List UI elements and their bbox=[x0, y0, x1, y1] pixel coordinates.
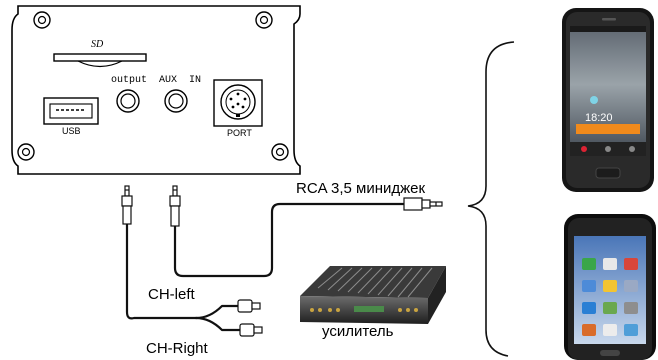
rca-plug-left bbox=[237, 299, 261, 313]
phone-clock: 18:20 bbox=[585, 112, 613, 124]
ch-right-label: CH-Right bbox=[146, 340, 208, 357]
screw-bottom-left bbox=[17, 143, 35, 161]
rca-plug-right bbox=[239, 323, 263, 337]
device-panel bbox=[11, 5, 301, 175]
usb-port bbox=[43, 97, 99, 125]
din-port bbox=[213, 79, 263, 127]
jack-plug-output bbox=[121, 185, 133, 225]
jack-plug-aux bbox=[169, 185, 181, 227]
screw-bottom-right bbox=[271, 143, 289, 161]
rca-minijack-label: RCA 3,5 миниджек bbox=[296, 180, 426, 197]
usb-label: USB bbox=[62, 126, 81, 136]
screw-top-right bbox=[255, 11, 273, 29]
aux-in-label: AUX IN bbox=[159, 75, 202, 86]
ch-left-label: CH-left bbox=[148, 286, 195, 303]
amplifier-image bbox=[300, 266, 446, 324]
sd-card-slot bbox=[53, 53, 147, 68]
cable-ch-pair bbox=[125, 222, 198, 320]
screw-top-left bbox=[33, 11, 51, 29]
minijack-plug bbox=[403, 197, 443, 211]
output-jack bbox=[116, 89, 140, 113]
cable-aux-minijack bbox=[173, 202, 406, 278]
device-brace bbox=[467, 41, 515, 357]
aux-in-jack bbox=[164, 89, 188, 113]
cables bbox=[125, 202, 406, 332]
smartphone-image bbox=[562, 8, 654, 192]
output-label: output bbox=[111, 75, 148, 86]
media-player-image bbox=[564, 214, 656, 360]
port-label: PORT bbox=[227, 128, 252, 138]
amplifier-label: усилитель bbox=[322, 323, 394, 340]
sd-label: SD bbox=[91, 39, 104, 50]
